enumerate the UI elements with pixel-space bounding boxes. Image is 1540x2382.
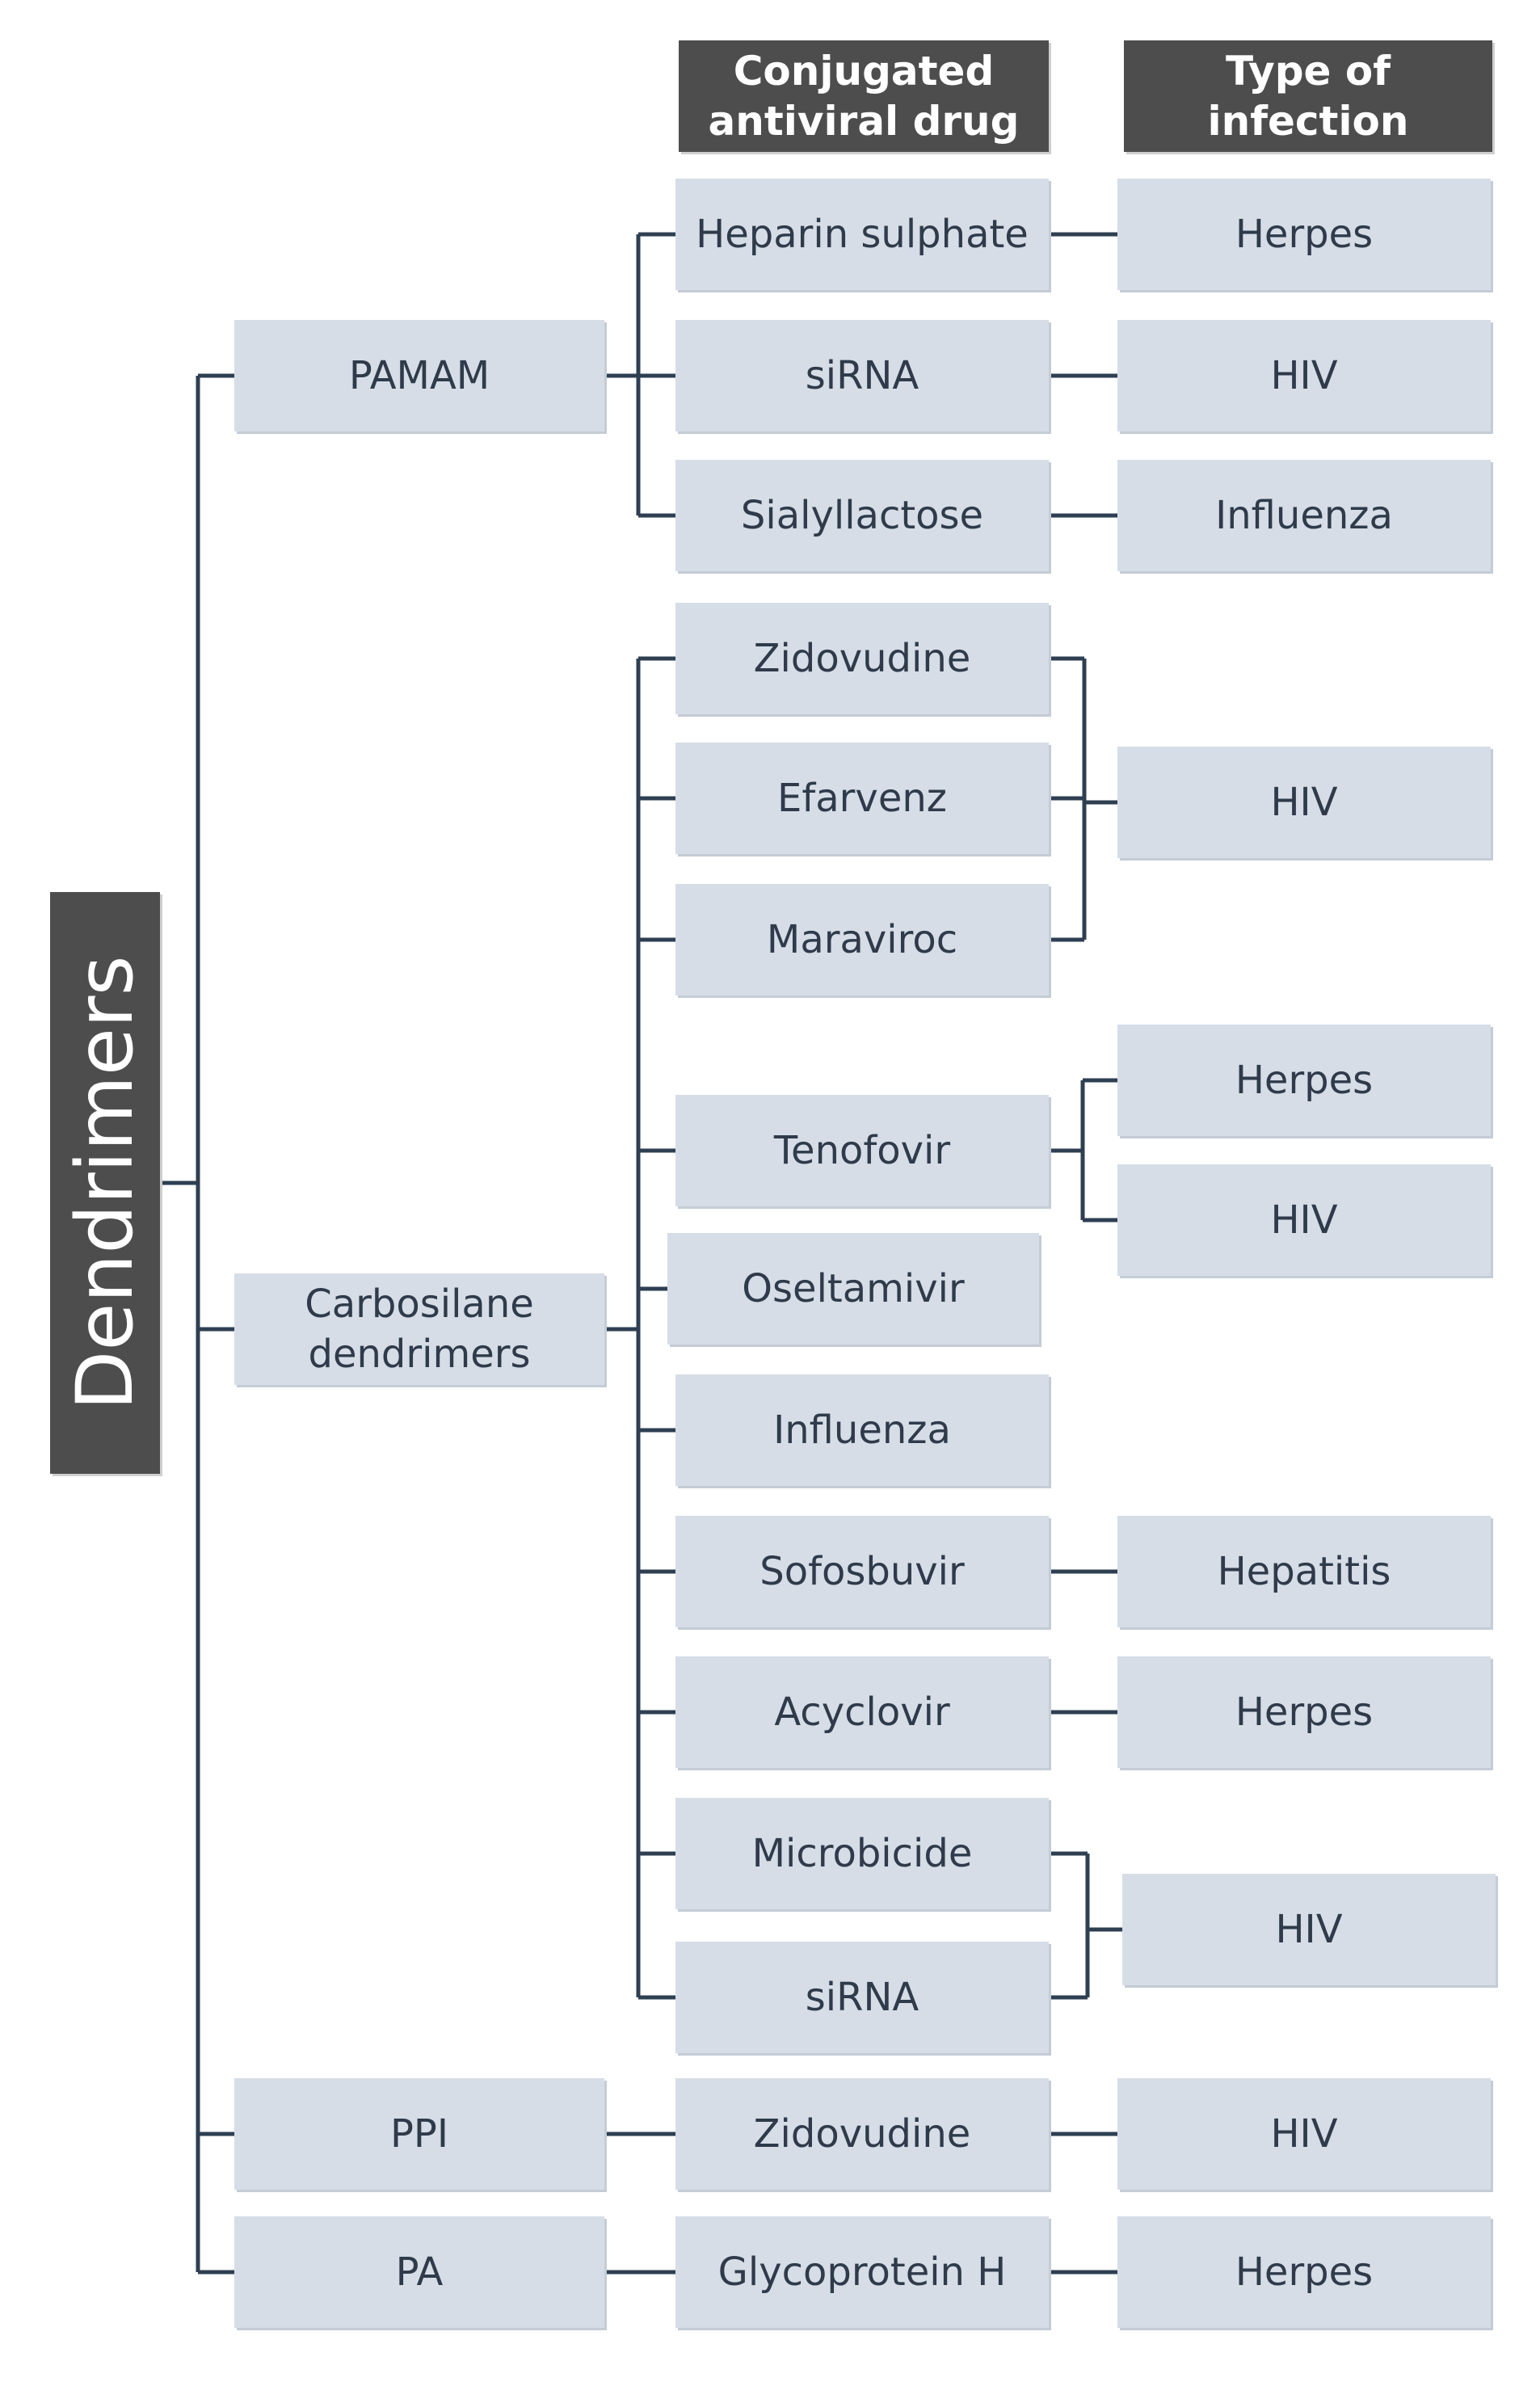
drug-sirna-carbosilane: siRNA [675,1942,1049,2053]
infection-herpes-heparin: Herpes [1117,179,1491,290]
drug-sirna-pamam: siRNA [675,320,1049,431]
infection-herpes-tenofovir: Herpes [1117,1025,1491,1136]
drug-microbicide: Microbicide [675,1798,1049,1909]
infection-hiv-tenofovir: HIV [1117,1164,1491,1276]
drug-oseltamivir: Oseltamivir [667,1233,1039,1345]
drug-glycoprotein-h: Glycoprotein H [675,2216,1049,2328]
root-label: Dendrimers [60,955,150,1411]
drug-zidovudine-carbosilane: Zidovudine [675,603,1049,714]
class-pa: PA [234,2216,604,2328]
class-pamam: PAMAM [234,320,604,431]
infection-influenza-sialyllactose: Influenza [1117,460,1491,571]
root-dendrimers: Dendrimers [50,892,160,1474]
class-carbosilane: Carbosilane dendrimers [234,1273,604,1385]
drug-zidovudine-ppi: Zidovudine [675,2078,1049,2190]
drug-sialyllactose: Sialyllactose [675,460,1049,571]
infection-herpes-acyclovir: Herpes [1117,1656,1491,1768]
infection-hiv-group1: HIV [1117,747,1491,858]
drug-acyclovir: Acyclovir [675,1656,1049,1768]
drug-heparin-sulphate: Heparin sulphate [675,179,1049,290]
class-ppi: PPI [234,2078,604,2190]
infection-hiv-ppi: HIV [1117,2078,1491,2190]
drug-efarvenz: Efarvenz [675,743,1049,854]
header-conjugated-drug: Conjugated antiviral drug [679,40,1049,152]
infection-hepatitis: Hepatitis [1117,1516,1491,1627]
drug-influenza: Influenza [675,1374,1049,1486]
infection-hiv-sirna: HIV [1117,320,1491,431]
drug-tenofovir: Tenofovir [675,1095,1049,1206]
drug-sofosbuvir: Sofosbuvir [675,1516,1049,1627]
drug-maraviroc: Maraviroc [675,884,1049,995]
header-infection-type: Type of infection [1124,40,1492,152]
infection-hiv-group2: HIV [1122,1874,1496,1985]
infection-herpes-pa: Herpes [1117,2216,1491,2328]
